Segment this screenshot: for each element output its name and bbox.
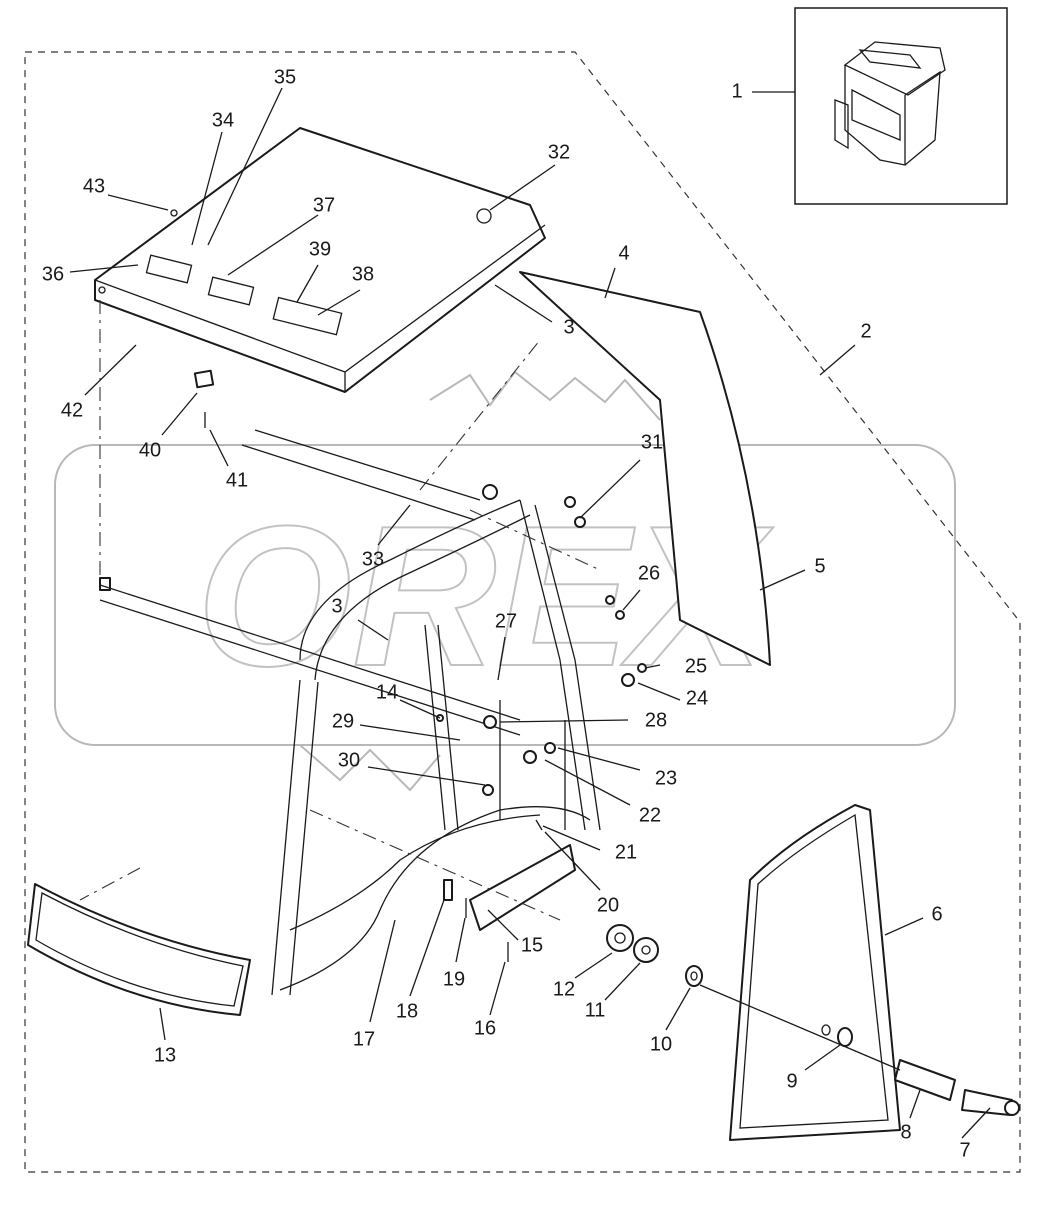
callout-28: 28	[645, 709, 667, 731]
door-handle-assembly	[685, 965, 1020, 1116]
callout-16: 16	[474, 1017, 496, 1039]
callout-2: 2	[860, 320, 871, 342]
callout-36: 36	[42, 263, 64, 285]
callout-3b: 3	[331, 595, 342, 617]
roof-panel	[94, 127, 546, 393]
watermark-logo: OREX	[54, 370, 956, 792]
callout-38: 38	[352, 263, 374, 285]
callout-23: 23	[655, 767, 677, 789]
cab-frame	[99, 429, 601, 996]
callout-1: 1	[731, 80, 742, 102]
callout-24: 24	[686, 687, 708, 709]
callout-43: 43	[83, 175, 105, 197]
callout-5: 5	[814, 555, 825, 577]
callout-41: 41	[226, 469, 248, 491]
door-glass-panel	[729, 804, 901, 1141]
callout-42: 42	[61, 399, 83, 421]
callout-4: 4	[618, 242, 629, 264]
callout-11: 11	[585, 999, 606, 1021]
callout-15: 15	[521, 934, 543, 956]
callout-37: 37	[313, 194, 335, 216]
callout-12: 12	[553, 978, 575, 1000]
callout-29: 29	[332, 710, 354, 732]
alignment-lines	[79, 300, 601, 921]
callout-21: 21	[615, 841, 637, 863]
callout-39: 39	[309, 238, 331, 260]
callout-31: 31	[641, 431, 663, 453]
callout-14: 14	[376, 681, 398, 703]
callout-13: 13	[154, 1044, 176, 1066]
callout-9: 9	[786, 1070, 797, 1092]
callout-30: 30	[338, 749, 360, 771]
callout-35: 35	[274, 66, 296, 88]
callout-22: 22	[639, 804, 661, 826]
callout-18: 18	[396, 1000, 418, 1022]
callout-25: 25	[685, 655, 707, 677]
callout-10: 10	[650, 1033, 672, 1055]
callout-33: 33	[362, 548, 384, 570]
assembly-boundary	[24, 51, 1021, 1173]
lower-glass-panel	[27, 883, 251, 1016]
rear-glass-panel	[519, 271, 771, 666]
callout-labels: 1 2 3 3 4 5 6 7 8 9 10 11 12 13 14 15 16…	[42, 66, 971, 1161]
inset-cab-thumbnail	[794, 7, 1008, 205]
callout-40: 40	[139, 439, 161, 461]
leader-lines	[69, 87, 991, 1139]
callout-19: 19	[443, 968, 465, 990]
callout-3: 3	[563, 316, 574, 338]
callout-26: 26	[638, 562, 660, 584]
callout-17: 17	[353, 1028, 375, 1050]
callout-7: 7	[959, 1139, 970, 1161]
callout-20: 20	[597, 894, 619, 916]
callout-27: 27	[495, 610, 517, 632]
callout-8: 8	[900, 1121, 911, 1143]
callout-32: 32	[548, 141, 570, 163]
callout-34: 34	[212, 109, 234, 131]
callout-6: 6	[931, 903, 942, 925]
